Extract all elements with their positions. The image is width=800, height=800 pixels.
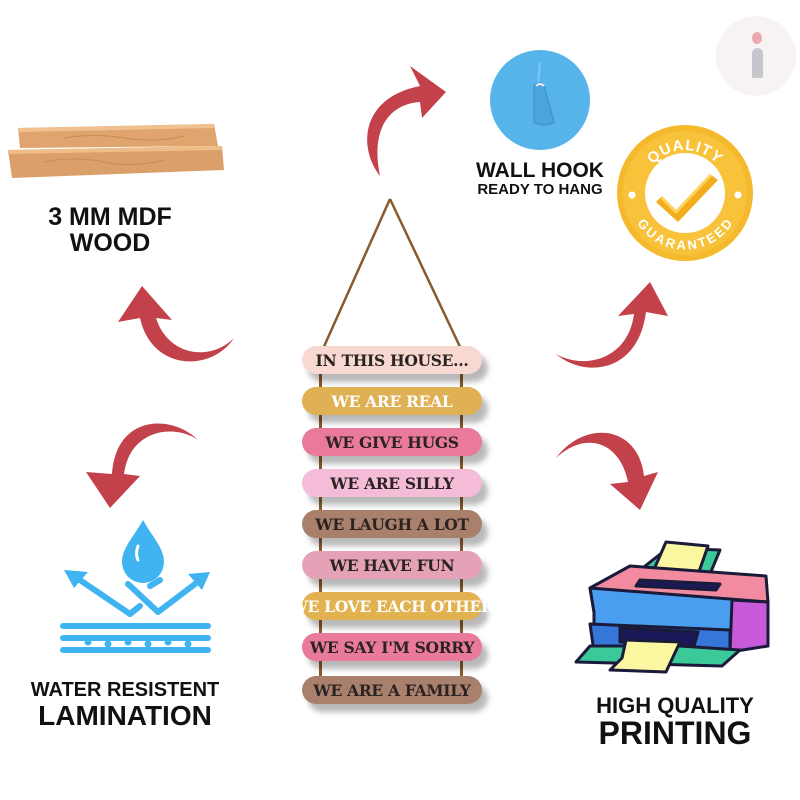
arrow-top-icon bbox=[350, 58, 450, 178]
wood-label-line2: WOOD bbox=[69, 229, 151, 258]
sign-plank: WE LOVE EACH OTHER bbox=[290, 592, 494, 620]
hook-title: WALL HOOK bbox=[476, 159, 604, 182]
sign-plank: WE LAUGH A LOT bbox=[302, 510, 482, 538]
arrow-left-down-icon bbox=[82, 410, 202, 510]
sign-plank: WE ARE REAL bbox=[302, 387, 482, 415]
arrow-right-down-icon bbox=[554, 420, 664, 510]
arrow-right-up-icon bbox=[554, 282, 674, 372]
sign-plank: IN THIS HOUSE... bbox=[302, 346, 482, 374]
water-label-line2: LAMINATION bbox=[38, 700, 212, 731]
printer-icon bbox=[570, 540, 780, 685]
water-label: WATER RESISTENT LAMINATION bbox=[10, 679, 240, 731]
wood-label-line1: 3 MM MDF bbox=[48, 203, 172, 231]
sign-plank: WE SAY I'M SORRY bbox=[302, 633, 482, 661]
wood-label: 3 MM MDF WOOD bbox=[20, 204, 200, 257]
hook-subtitle: READY TO HANG bbox=[477, 181, 603, 199]
hook-label: WALL HOOK READY TO HANG bbox=[450, 159, 630, 199]
brand-i-logo-icon bbox=[716, 16, 796, 96]
wall-hook-icon bbox=[490, 50, 590, 150]
sign-plank: WE ARE SILLY bbox=[302, 469, 482, 497]
sign-plank: WE ARE A FAMILY bbox=[302, 676, 482, 704]
sign-plank: WE GIVE HUGS bbox=[302, 428, 482, 456]
quality-badge-icon: QUALITY GUARANTEED bbox=[610, 118, 760, 268]
printing-label-line1: HIGH QUALITY bbox=[596, 693, 754, 718]
wood-planks-icon bbox=[4, 114, 226, 185]
printing-label-line2: PRINTING bbox=[598, 715, 752, 752]
hanging-string bbox=[300, 195, 490, 360]
water-drop-icon bbox=[48, 514, 218, 659]
arrow-left-up-icon bbox=[112, 280, 237, 370]
printing-label: HIGH QUALITY PRINTING bbox=[560, 694, 790, 751]
sign-plank: WE HAVE FUN bbox=[302, 551, 482, 579]
water-label-line1: WATER RESISTENT bbox=[30, 679, 220, 701]
